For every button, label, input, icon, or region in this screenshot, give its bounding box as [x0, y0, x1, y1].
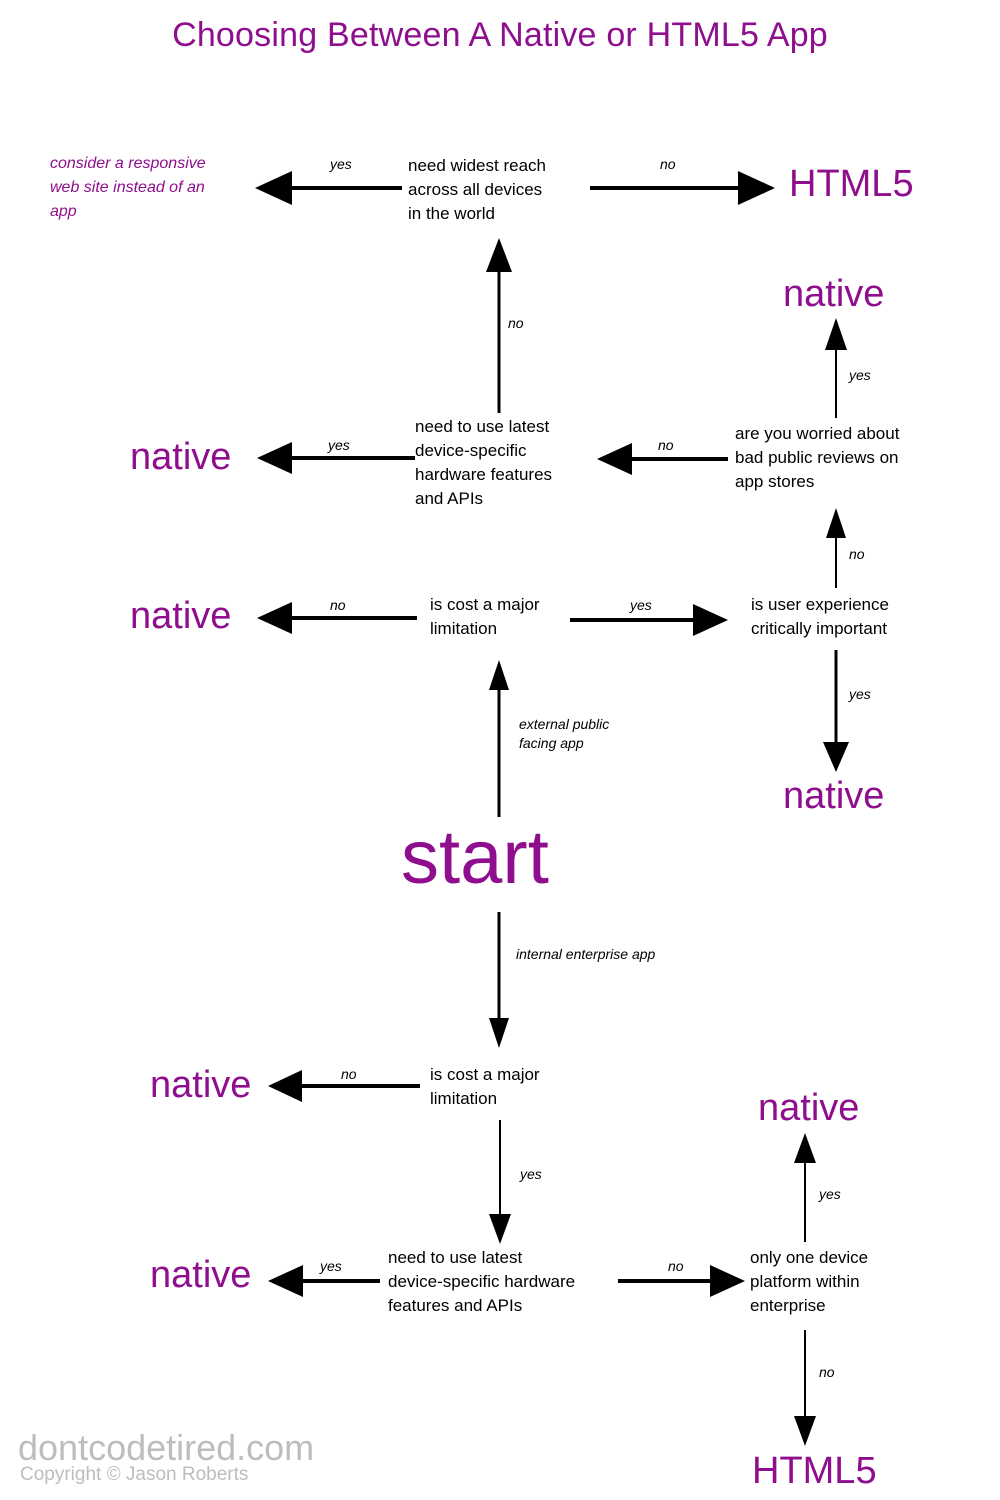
outcome-native-hardware-enterprise: native: [150, 1254, 252, 1296]
outcome-native-user-experience: native: [783, 775, 885, 817]
edge-label-reviews-no: no: [658, 437, 674, 453]
decision-need-widest-reach: need widest reach across all devices in …: [408, 156, 546, 223]
arrow-reviews-yes: [825, 318, 847, 418]
edge-label-reviews-yes: yes: [849, 367, 871, 383]
arrow-cost-enterprise-yes: [489, 1120, 511, 1244]
edge-label-hardware-public-no: no: [508, 315, 524, 331]
edge-label-ux-yes: yes: [849, 686, 871, 702]
edge-label-hardware-enterprise-yes: yes: [320, 1258, 342, 1274]
decision-cost-enterprise: is cost a major limitation: [430, 1065, 540, 1108]
outcome-html5-bottom: HTML5: [752, 1450, 877, 1492]
edge-label-cost-enterprise-no: no: [341, 1066, 357, 1082]
decision-cost-public: is cost a major limitation: [430, 595, 540, 638]
arrow-platform-no: [794, 1330, 816, 1446]
outcome-html5-top: HTML5: [789, 163, 914, 205]
arrow-start-to-cost-enterprise: [489, 912, 509, 1048]
edge-label-ux-no: no: [849, 546, 865, 562]
decision-latest-hardware-enterprise: need to use latest device-specific hardw…: [388, 1248, 576, 1315]
decision-latest-hardware-public: need to use latest device-specific hardw…: [415, 417, 553, 508]
edge-label-start-external: external public facing app: [519, 716, 610, 751]
outcome-responsive-website-note: consider a responsive web site instead o…: [50, 155, 206, 220]
outcome-native-reviews: native: [783, 273, 885, 315]
edge-label-platform-no: no: [819, 1364, 835, 1380]
arrow-ux-no: [826, 508, 846, 588]
outcome-native-one-platform: native: [758, 1087, 860, 1129]
arrow-widest-no: [590, 171, 775, 205]
outcome-native-cost-enterprise: native: [150, 1064, 252, 1106]
edge-label-cost-public-yes: yes: [630, 597, 652, 613]
arrow-widest-yes: [255, 171, 402, 205]
edge-label-start-internal: internal enterprise app: [516, 946, 656, 962]
arrow-start-to-cost-public: [489, 660, 509, 817]
edge-label-cost-public-no: no: [330, 597, 346, 613]
arrow-ux-yes: [823, 650, 849, 772]
arrow-platform-yes: [794, 1133, 816, 1242]
decision-user-experience: is user experience critically important: [751, 595, 889, 638]
outcome-native-cost-public: native: [130, 595, 232, 637]
outcome-native-hardware-public: native: [130, 436, 232, 478]
decision-one-device-platform: only one device platform within enterpri…: [750, 1248, 869, 1315]
edge-label-hardware-enterprise-no: no: [668, 1258, 684, 1274]
decision-worried-public-reviews: are you worried about bad public reviews…: [735, 424, 900, 491]
start-node: start: [401, 815, 549, 900]
watermark-site: dontcodetired.com: [18, 1427, 315, 1468]
edge-label-hardware-public-yes: yes: [328, 437, 350, 453]
edge-label-widest-reach-no: no: [660, 156, 676, 172]
edge-label-cost-enterprise-yes: yes: [520, 1166, 542, 1182]
watermark-copyright: Copyright © Jason Roberts: [20, 1464, 249, 1485]
page-title: Choosing Between A Native or HTML5 App: [172, 16, 828, 54]
edge-label-platform-yes: yes: [819, 1186, 841, 1202]
edge-label-widest-reach-yes: yes: [330, 156, 352, 172]
